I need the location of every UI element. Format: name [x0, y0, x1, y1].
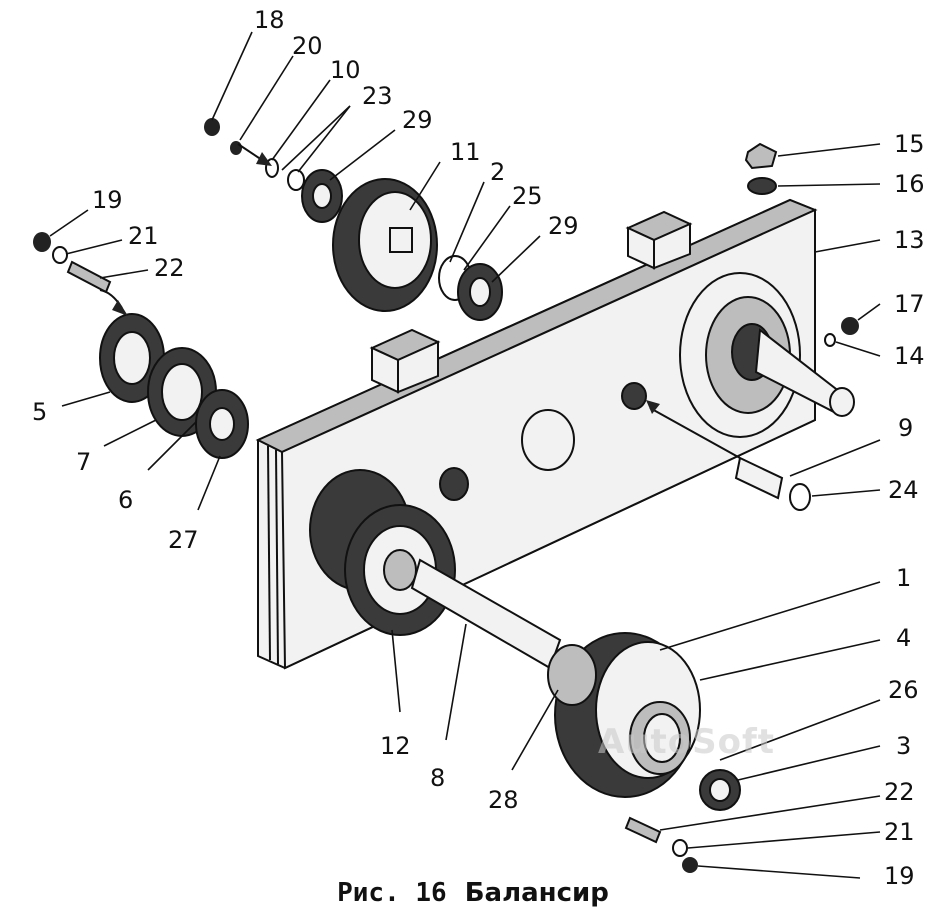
callout-19-right: 19 — [884, 862, 915, 890]
callout-23: 23 — [362, 82, 393, 110]
callout-16: 16 — [894, 170, 925, 198]
callout-26: 26 — [888, 676, 919, 704]
callout-6: 6 — [118, 486, 133, 514]
lower-hub-assembly — [554, 632, 701, 798]
leader-lines — [49, 31, 881, 879]
callout-2: 2 — [490, 158, 505, 186]
watermark: AutoSoft — [598, 722, 776, 762]
callout-11: 11 — [450, 138, 481, 166]
lower-right-small-parts — [624, 769, 741, 873]
callout-21-left: 21 — [128, 222, 159, 250]
callout-12: 12 — [380, 732, 411, 760]
callout-28: 28 — [488, 786, 519, 814]
callout-14: 14 — [894, 342, 925, 370]
callout-29-lower: 29 — [548, 212, 579, 240]
upper-exploded-parts — [204, 118, 503, 321]
callout-7: 7 — [76, 448, 91, 476]
callout-22-left: 22 — [154, 254, 185, 282]
left-exploded-parts — [33, 232, 249, 459]
callout-1: 1 — [896, 564, 911, 592]
callout-9: 9 — [898, 414, 913, 442]
callout-15: 15 — [894, 130, 925, 158]
figure-title: Балансир — [464, 878, 609, 908]
figure-number: Рис. 16 — [337, 878, 447, 908]
callout-17: 17 — [894, 290, 925, 318]
callout-29-upper: 29 — [402, 106, 433, 134]
figure-caption: Рис. 16 Балансир — [0, 878, 946, 908]
callout-5: 5 — [32, 398, 47, 426]
callout-27: 27 — [168, 526, 199, 554]
callout-8: 8 — [430, 764, 445, 792]
gear-12-and-shaft-8 — [309, 469, 597, 706]
callout-22-right: 22 — [884, 778, 915, 806]
callout-20: 20 — [292, 32, 323, 60]
upper-hub-assembly — [679, 272, 855, 438]
callout-4: 4 — [896, 624, 911, 652]
callout-labels: 18 20 10 23 29 11 2 25 29 19 21 22 5 7 6… — [32, 6, 925, 890]
callout-25: 25 — [512, 182, 543, 210]
callout-13: 13 — [894, 226, 925, 254]
callout-18: 18 — [254, 6, 285, 34]
assembly-arrows — [99, 143, 741, 459]
callout-24: 24 — [888, 476, 919, 504]
callout-21-right: 21 — [884, 818, 915, 846]
right-small-parts — [734, 142, 859, 511]
callout-10: 10 — [330, 56, 361, 84]
callout-19-left: 19 — [92, 186, 123, 214]
callout-3: 3 — [896, 732, 911, 760]
